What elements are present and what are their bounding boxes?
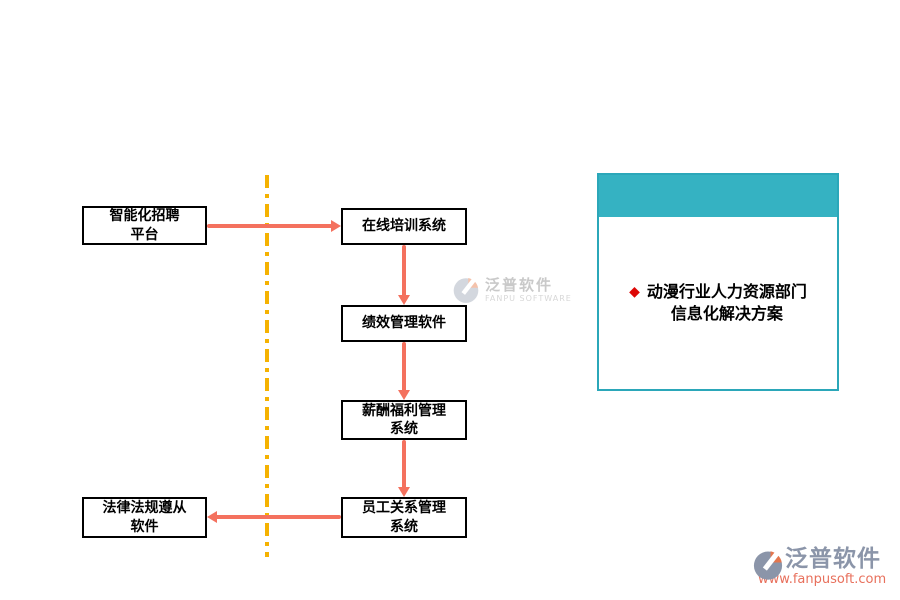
watermark-center: 泛普软件 FANPU SOFTWARE [452, 276, 572, 304]
watermark-subtitle: FANPU SOFTWARE [485, 293, 572, 303]
divider-dashline [265, 175, 269, 557]
flow-box-online-training: 在线培训系统 [341, 208, 467, 245]
arrowhead-down-icon [398, 295, 410, 305]
solution-title: 动漫行业人力资源部门 信息化解决方案 [646, 282, 807, 323]
arrowhead-down-icon [398, 487, 410, 497]
flow-box-performance-software: 绩效管理软件 [341, 305, 467, 342]
fanpu-logo-icon [753, 549, 783, 580]
arrowhead-left-icon [207, 511, 217, 523]
watermark-url: www.fanpusoft.com [758, 572, 887, 587]
diamond-bullet-icon: ◆ [629, 284, 640, 300]
arrowhead-right-icon [331, 220, 341, 232]
panel-body: ◆ 动漫行业人力资源部门 信息化解决方案 [599, 217, 837, 389]
solution-panel: ◆ 动漫行业人力资源部门 信息化解决方案 [597, 173, 839, 391]
arrowhead-down-icon [398, 390, 410, 400]
flow-box-legal-compliance: 法律法规遵从 软件 [82, 497, 207, 538]
watermark-corner: 泛普软件 www.fanpusoft.com [752, 546, 898, 587]
flow-box-employee-relations: 员工关系管理 系统 [341, 497, 467, 538]
flow-box-recruiting-platform: 智能化招聘 平台 [82, 206, 207, 245]
watermark-brand: 泛普软件 [485, 275, 554, 294]
fanpu-logo-icon [453, 276, 479, 303]
watermark-brand: 泛普软件 [785, 546, 881, 572]
flow-box-compensation-system: 薪酬福利管理 系统 [341, 400, 467, 440]
panel-header-bar [599, 175, 837, 217]
